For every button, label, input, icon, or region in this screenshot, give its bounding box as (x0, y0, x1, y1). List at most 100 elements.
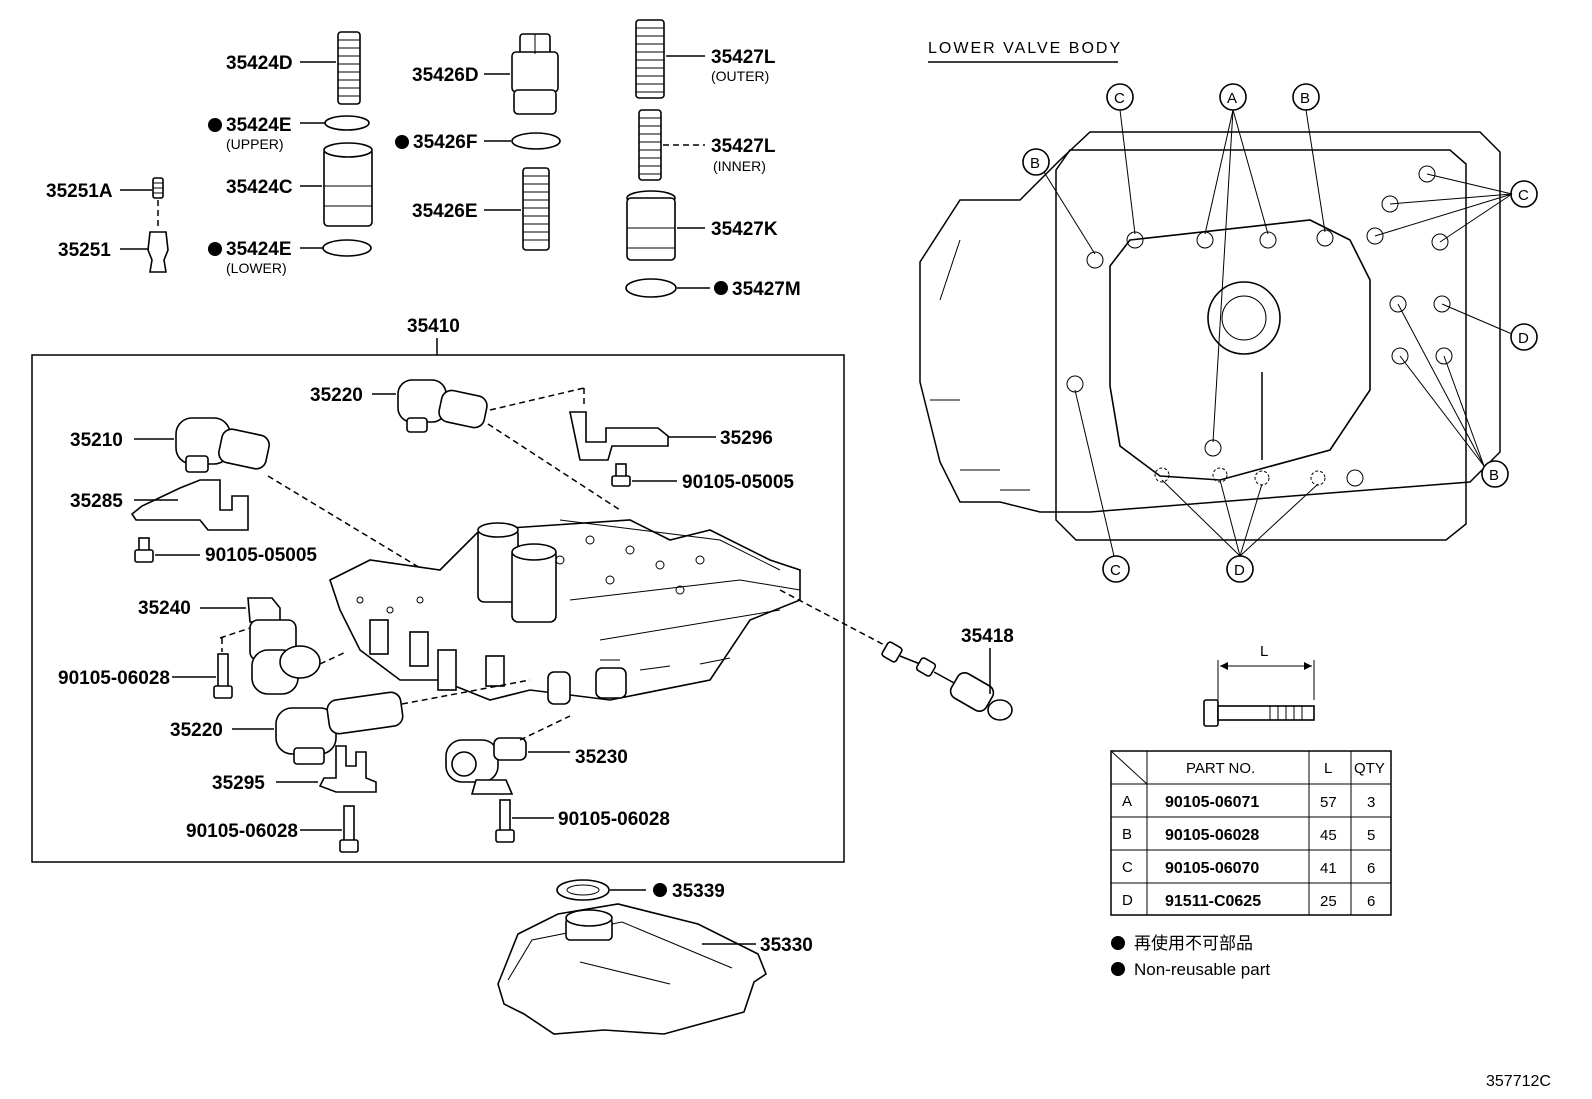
oil-strainer-35330 (497, 903, 767, 1035)
table-row: A 90105-06071 57 3 (1122, 793, 1375, 811)
bolt-90105-06028-c (495, 799, 515, 843)
svg-text:D: D (1234, 562, 1245, 579)
table-header-l: L (1324, 760, 1332, 777)
svg-text:25: 25 (1320, 893, 1337, 910)
svg-text:B: B (1300, 90, 1310, 107)
label-35410: 35410 (407, 316, 460, 337)
solenoid-35240 (247, 597, 321, 695)
label-35426E: 35426E (412, 201, 478, 222)
table-header-qty: QTY (1354, 760, 1385, 777)
label-90105-05005-a: 90105-05005 (682, 472, 794, 493)
bolt-table: PART NO. L QTY A 90105-06071 57 3 B 9010… (1110, 750, 1392, 916)
callout-d-right: D (1441, 303, 1538, 351)
svg-text:D: D (1122, 892, 1133, 909)
callout-d-bottom: D (1161, 479, 1319, 583)
legend-dot-icon (1111, 936, 1125, 950)
lower-valve-body-drawing (919, 131, 1501, 541)
label-35240: 35240 (138, 598, 191, 619)
label-35426F: 35426F (413, 132, 477, 153)
callout-c-right: C (1374, 173, 1538, 243)
legend-english: Non-reusable part (1134, 960, 1270, 979)
table-row: D 91511-C0625 25 6 (1122, 892, 1375, 910)
spring-35427L-outer (635, 19, 665, 99)
label-35296: 35296 (720, 428, 773, 449)
svg-text:90105-06071: 90105-06071 (1165, 794, 1259, 811)
connector-35418 (881, 641, 1013, 721)
solenoid-35220-top (397, 379, 488, 433)
solenoid-35230 (445, 737, 527, 795)
note-lower: (LOWER) (226, 260, 287, 276)
label-35285: 35285 (70, 491, 123, 512)
svg-text:3: 3 (1367, 794, 1375, 811)
label-35426D: 35426D (412, 65, 479, 86)
callout-c-bottom: C (1074, 389, 1130, 583)
label-90105-06028-c: 90105-06028 (558, 809, 670, 830)
assembly-box-35410 (31, 354, 845, 863)
label-35427K: 35427K (711, 219, 778, 240)
legend-dot-icon (1111, 962, 1125, 976)
svg-text:C: C (1122, 859, 1133, 876)
svg-text:57: 57 (1320, 794, 1337, 811)
label-35295: 35295 (212, 773, 265, 794)
spring-35426E (522, 167, 550, 251)
svg-text:B: B (1122, 826, 1132, 843)
bolt-90105-06028-b (339, 805, 359, 853)
label-35424D: 35424D (226, 53, 293, 74)
non-reusable-dot-icon (714, 281, 728, 295)
label-35230: 35230 (575, 747, 628, 768)
spring-35424D (337, 31, 361, 105)
spring-35427L-inner (638, 109, 662, 181)
svg-text:C: C (1518, 187, 1529, 204)
callout-c-top-left: C (1106, 83, 1136, 235)
label-35251: 35251 (58, 240, 111, 261)
svg-text:90105-06028: 90105-06028 (1165, 827, 1259, 844)
solenoid-35210 (175, 417, 270, 473)
callout-b-top: B (1292, 83, 1326, 233)
bolt-90105-06028-a (213, 653, 233, 699)
bracket-35285 (130, 479, 249, 531)
bracket-35296 (569, 411, 669, 461)
legend-japanese: 再使用不可部品 (1134, 933, 1253, 953)
label-35418: 35418 (961, 626, 1014, 647)
o-ring-35427M (625, 278, 677, 298)
table-header-part-no: PART NO. (1186, 760, 1255, 777)
valve-body-assembly (329, 519, 801, 705)
label-35427L-outer: 35427L (711, 47, 776, 68)
svg-text:41: 41 (1320, 860, 1337, 877)
bracket-35295 (318, 745, 377, 793)
o-ring-35424E-lower (322, 239, 372, 257)
gasket-35339 (556, 879, 610, 901)
svg-text:6: 6 (1367, 860, 1375, 877)
label-90105-06028-a: 90105-06028 (58, 668, 170, 689)
label-35427L-inner: 35427L (711, 136, 776, 157)
svg-text:A: A (1227, 90, 1237, 107)
svg-text:45: 45 (1320, 827, 1337, 844)
bolt-90105-05005-a (611, 463, 631, 487)
spring-35251A (152, 177, 164, 199)
svg-text:D: D (1518, 330, 1529, 347)
svg-text:91511-C0625: 91511-C0625 (1165, 893, 1261, 910)
svg-text:B: B (1030, 155, 1040, 172)
label-35210: 35210 (70, 430, 123, 451)
callout-b-left: B (1022, 148, 1096, 255)
svg-text:C: C (1114, 90, 1125, 107)
note-outer: (OUTER) (711, 68, 769, 84)
bolt-dimension-figure: L (1203, 643, 1315, 727)
o-ring-35424E-upper (324, 115, 370, 131)
lower-valve-body-title: LOWER VALVE BODY (928, 40, 1122, 57)
non-reusable-dot-icon (395, 135, 409, 149)
sleeve-35427K (626, 190, 676, 261)
svg-text:B: B (1489, 467, 1499, 484)
note-upper: (UPPER) (226, 136, 284, 152)
non-reusable-dot-icon (208, 242, 222, 256)
label-35330: 35330 (760, 935, 813, 956)
callout-a-top: A (1204, 83, 1269, 443)
bolt-90105-05005-b (134, 537, 154, 563)
solenoid-35220-bottom (275, 691, 404, 765)
label-35220-top: 35220 (310, 385, 363, 406)
svg-text:5: 5 (1367, 827, 1375, 844)
label-35424E-lower: 35424E (226, 239, 292, 260)
sleeve-35424C (323, 142, 373, 227)
label-35251A: 35251A (46, 181, 113, 202)
